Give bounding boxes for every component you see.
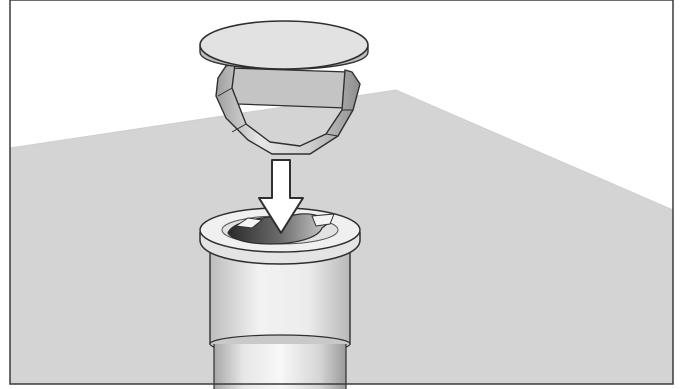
drain-pipe xyxy=(209,247,351,389)
frame-border xyxy=(9,0,674,385)
insert-arrow-icon xyxy=(258,159,304,234)
cap-ring xyxy=(215,63,361,155)
strainer-cap xyxy=(199,20,369,155)
drain-flange xyxy=(199,207,361,265)
cap-disc xyxy=(199,20,369,70)
